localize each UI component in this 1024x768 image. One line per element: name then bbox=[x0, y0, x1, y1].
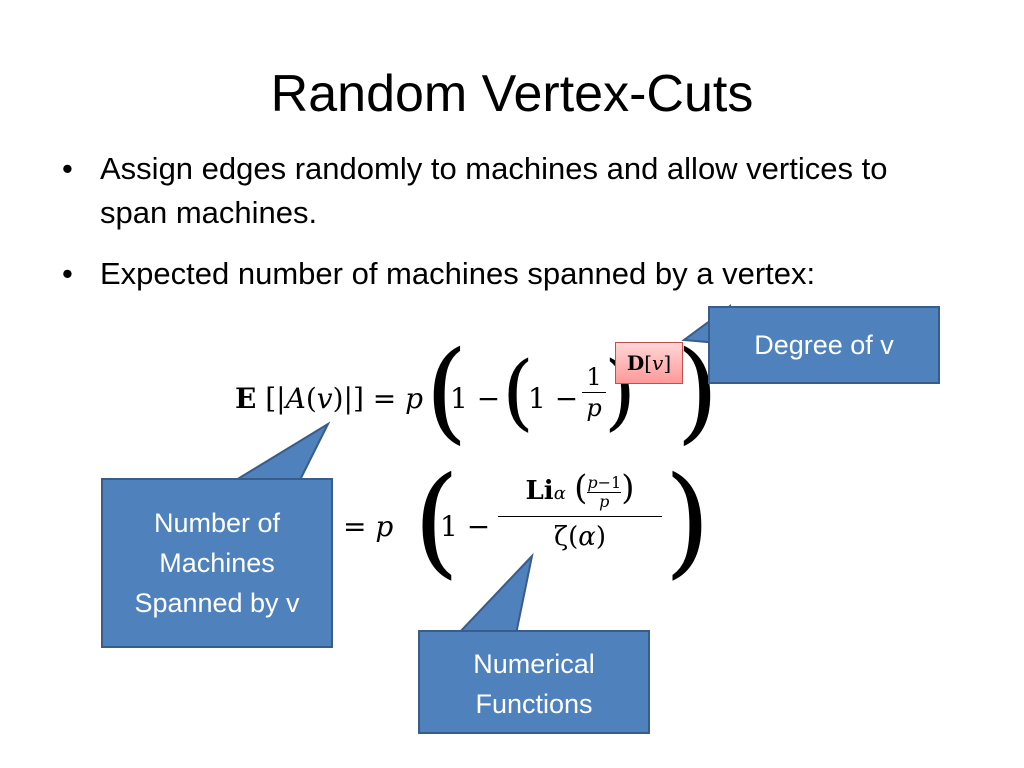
machines-callout: Number of Machines Spanned by v bbox=[101, 478, 333, 648]
bullet-item-1: • Assign edges randomly to machines and … bbox=[62, 147, 962, 237]
numerical-callout-pointer bbox=[455, 552, 534, 635]
bullet-glyph: • bbox=[62, 151, 73, 186]
numerical-callout: Numerical Functions bbox=[418, 630, 650, 734]
big-left-paren: ( bbox=[425, 327, 468, 455]
fraction-1-over-p: 1 p bbox=[582, 362, 606, 423]
equation-lhs: E [|A(v)|] = p bbox=[235, 382, 424, 415]
degree-exponent-badge: D[v] bbox=[615, 342, 683, 384]
machines-callout-text: Number of Machines Spanned by v bbox=[134, 508, 300, 618]
numerical-callout-text: Numerical Functions bbox=[473, 649, 595, 719]
bullet-text-1: Assign edges randomly to machines and al… bbox=[100, 151, 888, 230]
degree-callout: Degree of v bbox=[708, 306, 940, 384]
equation-one-minus: 1 − bbox=[450, 382, 501, 415]
bullet-glyph: • bbox=[62, 256, 73, 291]
equation-inner-one-minus: 1 − bbox=[528, 382, 579, 415]
big-right-paren-2: ) bbox=[664, 452, 711, 591]
inner-left-paren: ( bbox=[502, 345, 534, 440]
bullet-text-2: Expected number of machines spanned by a… bbox=[100, 256, 816, 291]
slide-title: Random Vertex-Cuts bbox=[270, 65, 754, 123]
equation-one-minus-2: 1 − bbox=[440, 510, 491, 543]
equation-eq-p: = p bbox=[343, 510, 394, 543]
degree-callout-text: Degree of v bbox=[754, 330, 894, 360]
big-left-paren-2: ( bbox=[413, 452, 460, 591]
bullet-item-2: • Expected number of machines spanned by… bbox=[62, 252, 962, 298]
